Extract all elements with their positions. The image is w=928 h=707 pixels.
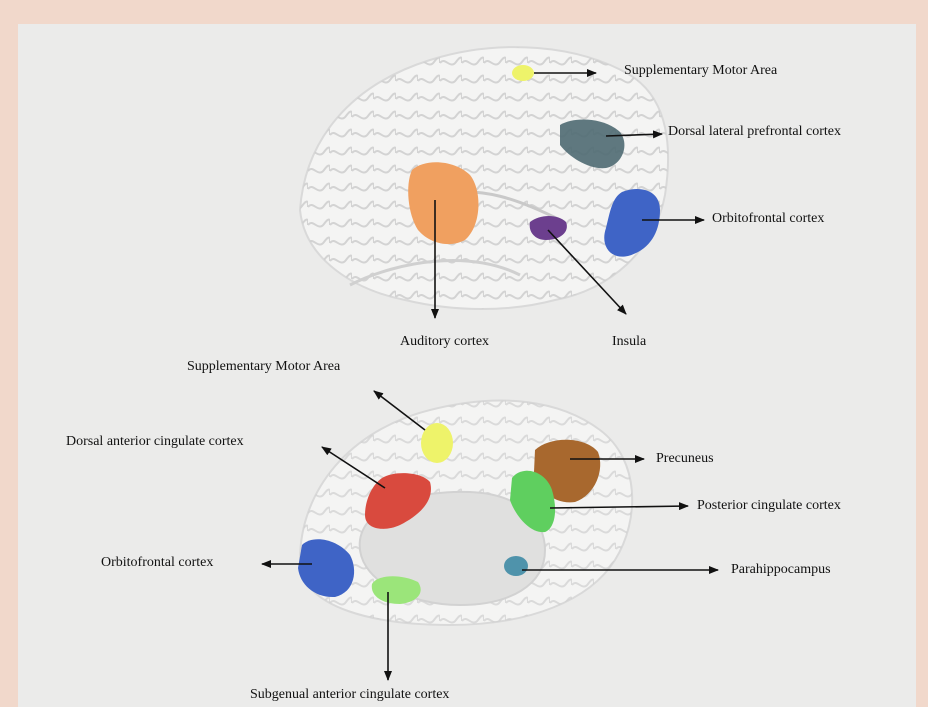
label-orbitofrontal-medial: Orbitofrontal cortex (101, 555, 213, 571)
label-parahippocampus: Parahippocampus (731, 562, 831, 578)
label-sma-medial: Supplementary Motor Area (187, 359, 340, 375)
label-auditory-cortex: Auditory cortex (400, 334, 489, 350)
label-pcc: Posterior cingulate cortex (697, 498, 841, 514)
label-insula: Insula (612, 334, 646, 350)
region-parahippocampus (504, 556, 528, 576)
label-sgacc: Subgenual anterior cingulate cortex (250, 687, 449, 703)
lateral-brain-view (300, 47, 704, 318)
label-dacc: Dorsal anterior cingulate cortex (66, 434, 244, 450)
label-orbitofrontal-lateral: Orbitofrontal cortex (712, 211, 824, 227)
label-precuneus: Precuneus (656, 451, 714, 467)
label-dlpfc: Dorsal lateral prefrontal cortex (668, 124, 841, 140)
region-sma-medial (421, 423, 453, 463)
label-sma-lateral: Supplementary Motor Area (624, 63, 777, 79)
medial-brain-view (262, 391, 718, 680)
region-sma-lateral (512, 65, 534, 81)
